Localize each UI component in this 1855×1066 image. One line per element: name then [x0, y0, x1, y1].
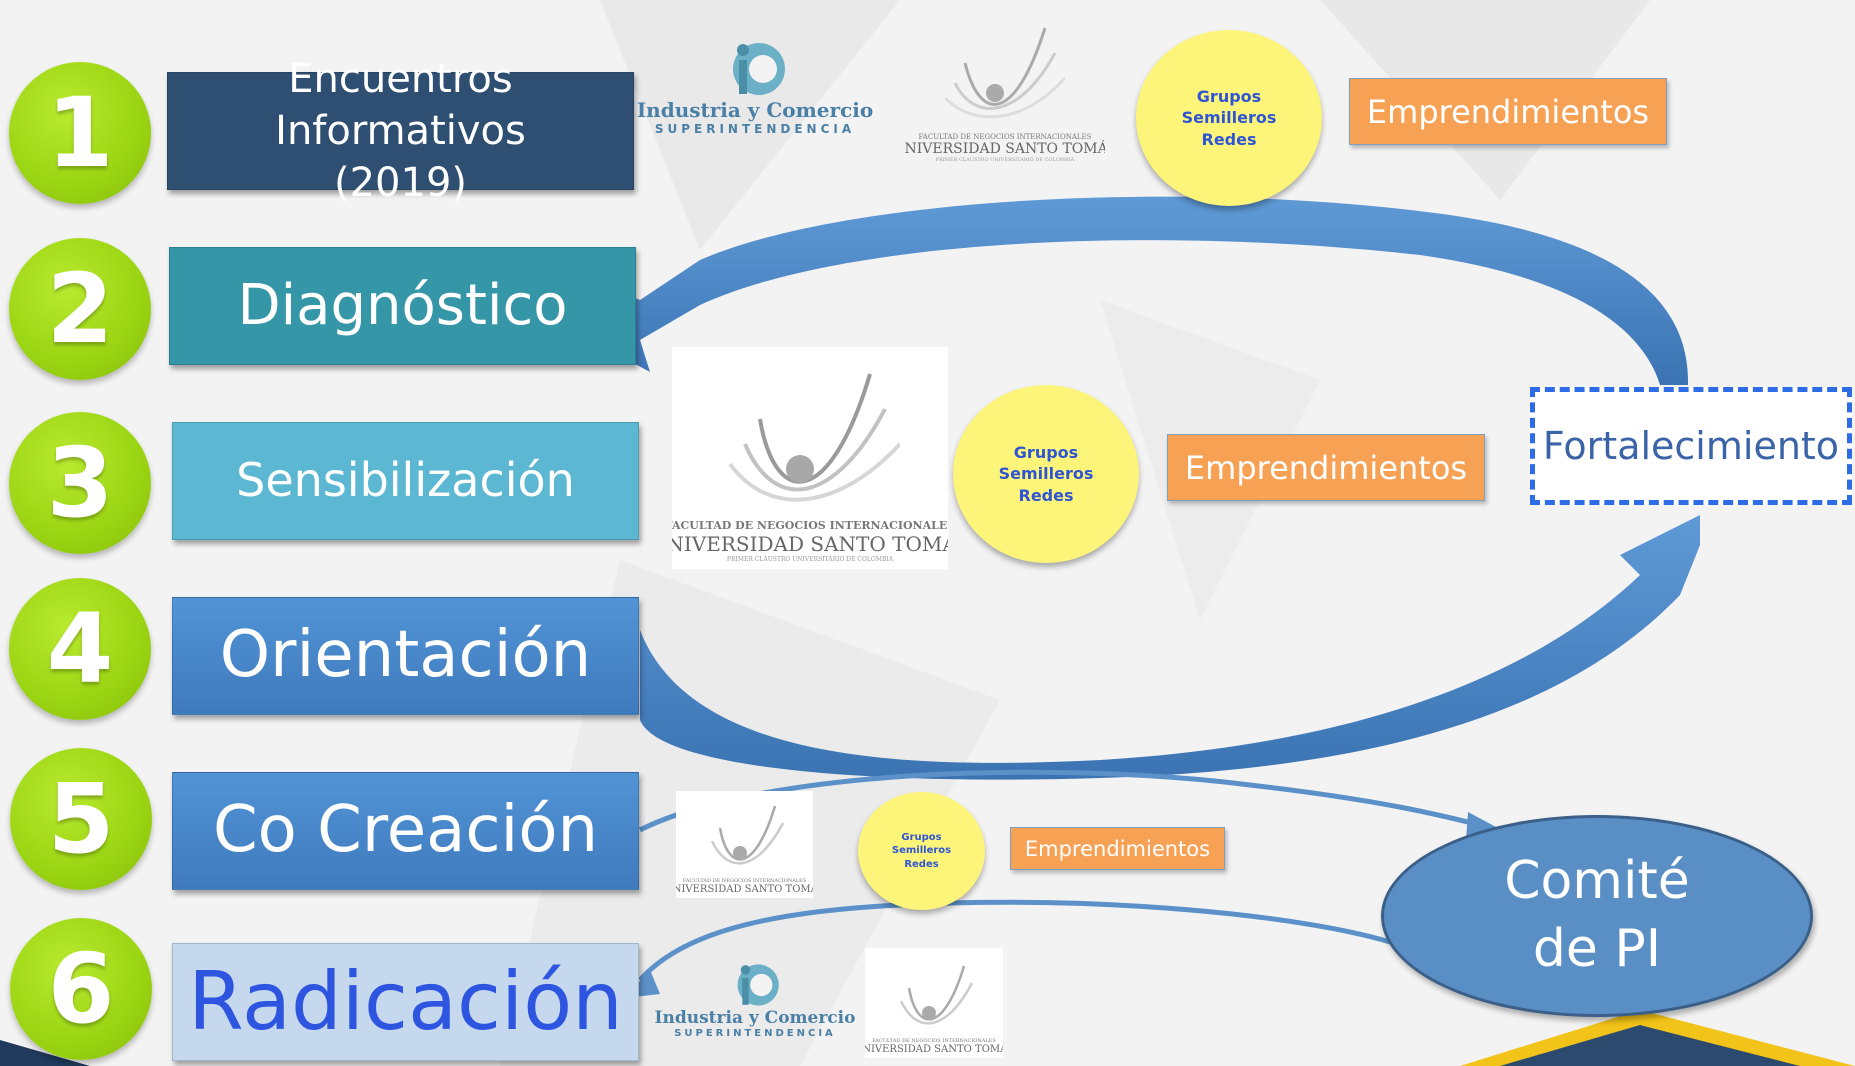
emprendimientos-box-3: Emprendimientos — [1010, 827, 1225, 870]
step-label-cocreacion: Co Creación — [212, 793, 599, 868]
ust-line2: UNIVERSIDAD SANTO TOMÁS — [865, 1044, 1003, 1055]
ust-line2: UNIVERSIDAD SANTO TOMÁS — [905, 141, 1105, 157]
ust-line1: FACULTAD DE NEGOCIOS INTERNACIONALES — [918, 133, 1092, 141]
logo-santo-tomas-4: FACULTAD DE NEGOCIOS INTERNACIONALES UNI… — [865, 948, 1003, 1058]
groups-line3: Redes — [1018, 485, 1074, 505]
step-box-encuentros[interactable]: Encuentros Informativos (2019) — [167, 56, 634, 206]
groups-line2: Semilleros — [891, 845, 952, 857]
emprendimientos-label-2: Emprendimientos — [1184, 448, 1468, 487]
logo-santo-tomas-1: FACULTAD DE NEGOCIOS INTERNACIONALES UNI… — [905, 5, 1105, 163]
sic-logo-bottom: SUPERINTENDENCIA — [654, 122, 856, 136]
arrow-comite-to-radicacion — [638, 899, 1391, 982]
sic-logo-bottom: SUPERINTENDENCIA — [674, 1028, 836, 1039]
step-label-encuentros: Encuentros Informativos (2019) — [275, 56, 526, 206]
emprendimientos-label-1: Emprendimientos — [1366, 92, 1650, 131]
emprendimientos-label-3: Emprendimientos — [1024, 836, 1211, 861]
santo-tomas-growth-icon — [710, 805, 784, 865]
ust-line2: UNIVERSIDAD SANTO TOMÁS — [676, 884, 813, 895]
emprendimientos-box-2: Emprendimientos — [1167, 434, 1485, 501]
logo-superintendencia-2: Industria y Comercio SUPERINTENDENCIA — [655, 962, 855, 1039]
ust-line3: PRIMER CLAUSTRO UNIVERSITARIO DE COLOMBI… — [935, 157, 1075, 163]
groups-line1: Grupos — [1013, 442, 1079, 462]
arrow-orientacion-to-fortalecimiento — [640, 515, 1700, 780]
sic-ic-icon — [737, 964, 779, 1006]
step-box-radicacion[interactable]: Radicación — [172, 943, 639, 1061]
groups-circle-1: Grupos Semilleros Redes — [1136, 30, 1322, 206]
step-label-orientacion: Orientación — [219, 618, 592, 693]
ust-line1: FACULTAD DE NEGOCIOS INTERNACIONALES — [672, 519, 948, 532]
ust-line1: FACULTAD DE NEGOCIOS INTERNACIONALES — [872, 1038, 996, 1044]
ust-line3: PRIMER CLAUSTRO UNIVERSITARIO DE COLOMBI… — [726, 556, 894, 563]
fortalecimiento-box[interactable]: Fortalecimiento — [1530, 387, 1852, 505]
step-number-4: 4 — [9, 578, 151, 720]
emprendimientos-box-1: Emprendimientos — [1349, 78, 1667, 145]
logo-superintendencia: Industria y Comercio SUPERINTENDENCIA — [637, 40, 873, 136]
step-number-1: 1 — [9, 62, 151, 204]
step-box-sensibilizacion[interactable]: Sensibilización — [172, 422, 639, 540]
sic-ic-icon — [733, 43, 785, 95]
step-number-2: 2 — [9, 238, 151, 380]
comite-ellipse[interactable]: Comité de PI — [1381, 815, 1813, 1017]
step-label-diagnostico: Diagnóstico — [237, 272, 568, 338]
comite-line2: de PI — [1532, 919, 1662, 979]
groups-line1: Grupos — [901, 831, 942, 843]
step-box-orientacion[interactable]: Orientación — [172, 597, 639, 715]
groups-circle-3: Grupos Semilleros Redes — [858, 792, 985, 910]
arrow-fortalecimiento-to-diagnostico — [585, 196, 1689, 385]
comite-line1: Comité — [1504, 851, 1690, 912]
sic-logo-top: Industria y Comercio — [636, 98, 874, 122]
step-box-cocreacion[interactable]: Co Creación — [172, 772, 639, 890]
ust-line2: UNIVERSIDAD SANTO TOMÁS — [672, 532, 948, 556]
groups-line2: Semilleros — [998, 464, 1094, 484]
logo-santo-tomas-3: FACULTAD DE NEGOCIOS INTERNACIONALES UNI… — [676, 791, 813, 898]
step-label-sensibilizacion: Sensibilización — [236, 453, 575, 508]
santo-tomas-growth-icon — [945, 27, 1065, 119]
logo-santo-tomas-2: FACULTAD DE NEGOCIOS INTERNACIONALES UNI… — [672, 347, 948, 569]
groups-line2: Semilleros — [1181, 108, 1277, 128]
step-number-5: 5 — [10, 748, 152, 890]
santo-tomas-growth-icon — [899, 965, 974, 1025]
groups-line3: Redes — [1201, 129, 1257, 149]
groups-line3: Redes — [904, 858, 939, 870]
groups-line1: Grupos — [1196, 86, 1262, 106]
step-label-radicacion: Radicación — [188, 955, 623, 1048]
sic-logo-top: Industria y Comercio — [654, 1008, 856, 1028]
groups-circle-2: Grupos Semilleros Redes — [953, 385, 1139, 563]
corner-decoration — [0, 1040, 90, 1066]
santo-tomas-growth-icon — [728, 373, 900, 502]
step-number-3: 3 — [9, 412, 151, 554]
step-number-6: 6 — [10, 918, 152, 1060]
step-box-diagnostico[interactable]: Diagnóstico — [169, 247, 636, 365]
fortalecimiento-label: Fortalecimiento — [1542, 424, 1840, 468]
ust-line1: FACULTAD DE NEGOCIOS INTERNACIONALES — [682, 878, 807, 884]
